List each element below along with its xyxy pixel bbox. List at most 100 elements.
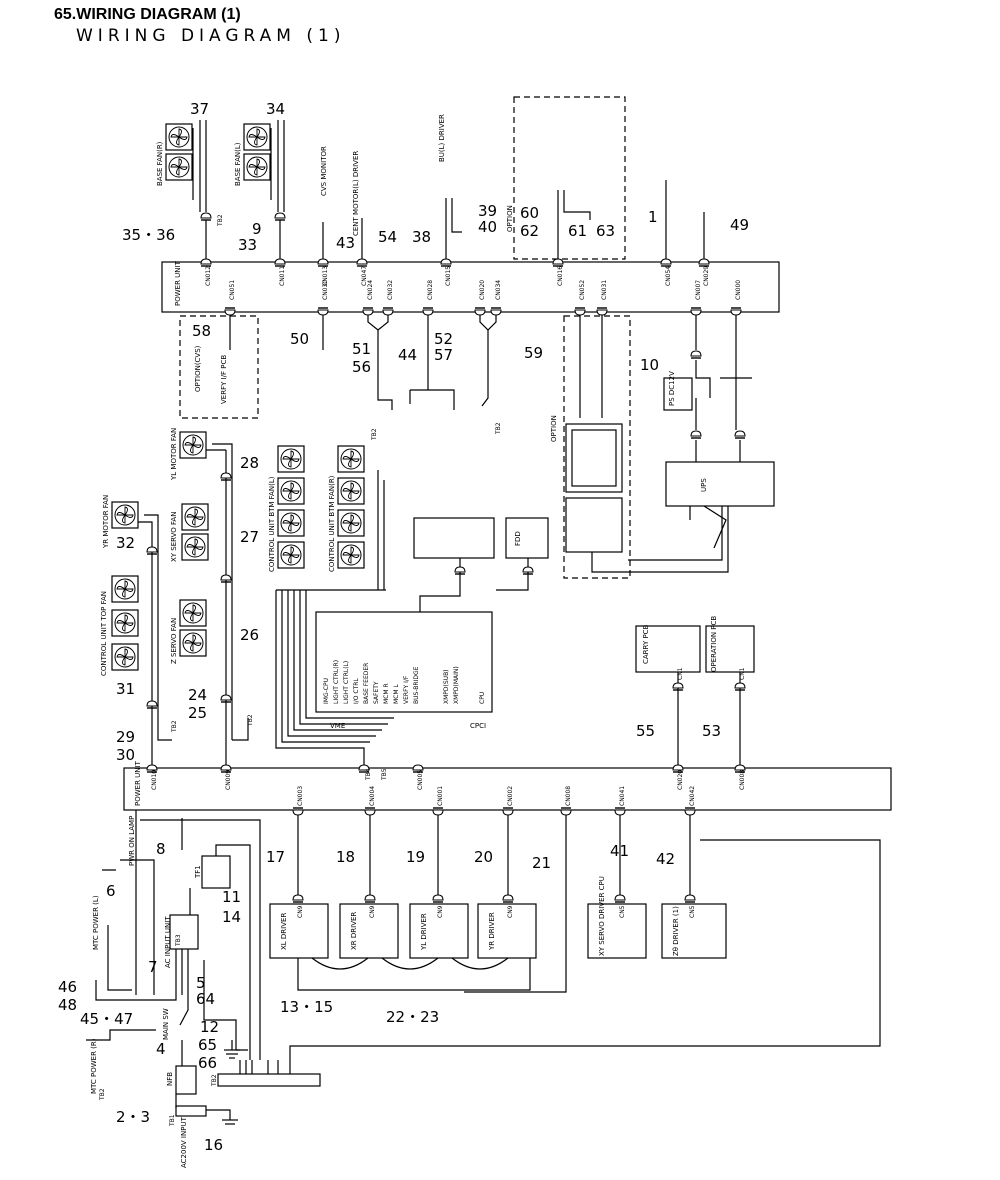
ac-input-unit-label: AC INPUT UNIT <box>164 916 172 968</box>
z-driver <box>661 903 727 959</box>
card-label: LIGHT CTRL(R) <box>333 660 340 704</box>
ref-number: 16 <box>204 1136 223 1154</box>
ac-input-unit <box>169 914 199 950</box>
cpci-label: CPCI <box>470 722 486 730</box>
tag-cn1: CN1 <box>677 667 684 680</box>
tag-cn042: CN042 <box>689 786 696 806</box>
tag-cn032: CN032 <box>387 280 394 300</box>
ref-number: 22・23 <box>386 1008 439 1026</box>
nfb <box>175 1065 197 1095</box>
yl-motor-fan <box>179 431 207 459</box>
ref-number: 34 <box>266 100 285 118</box>
card-label: XMPD(MAIN) <box>453 666 460 704</box>
xl-driver <box>269 903 329 959</box>
verify-pcb-label: VERFY I/F PCB <box>220 355 228 404</box>
ref-number: 61 <box>568 222 587 240</box>
page-subtitle: WIRING DIAGRAM (1) <box>76 26 346 46</box>
ref-number: 18 <box>336 848 355 866</box>
tag-cn052: CN052 <box>579 280 586 300</box>
tag-tb2: TB2 <box>217 214 224 227</box>
tf1 <box>201 855 231 889</box>
tag-cn011: CN011 <box>279 266 286 286</box>
card-label: MCM R <box>383 683 390 704</box>
ref-number: 20 <box>474 848 493 866</box>
ref-number: 40 <box>478 218 497 236</box>
base-fan-r-group <box>165 123 193 181</box>
nfb-label: NFB <box>166 1072 174 1086</box>
card-label: BUS-BRIDGE <box>413 666 420 704</box>
ref-number: 10 <box>640 356 659 374</box>
tag-cn9: CN9 <box>297 905 304 918</box>
card-label: BASE FEEDER <box>363 663 370 704</box>
ref-number: 31 <box>116 680 135 698</box>
yr-driver-label: YR DRIVER <box>488 912 496 951</box>
reference-numbers: 37 34 35・36 9 33 43 54 39 40 38 60 62 61… <box>58 100 749 1154</box>
base-fan-l-group <box>243 123 271 181</box>
yr-driver <box>477 903 537 959</box>
card-label: XMPD(SUB) <box>443 669 450 704</box>
ref-number: 7 <box>148 958 158 976</box>
ref-number: 37 <box>190 100 209 118</box>
ref-number: 4 <box>156 1040 166 1058</box>
tag-cn013: CN013 <box>322 266 329 286</box>
power-unit-bottom-label: POWER UNIT <box>134 760 142 806</box>
option-driver-label: OPTION <box>506 205 514 232</box>
tag-cn008: CN008 <box>739 770 746 790</box>
tag-cn047: CN047 <box>361 266 368 286</box>
connector-tags: CN012 CN011 CN013 CN047 CN015 CN016 CN05… <box>99 214 746 1127</box>
tag-cn030: CN030 <box>322 280 329 300</box>
component-labels: BASE FAN(R) BASE FAN(L) CVS MONITOR CENT… <box>90 114 718 1168</box>
tag-cn020: CN020 <box>479 280 486 300</box>
cvs-monitor-label: CVS MONITOR <box>320 146 328 196</box>
tf1-label: TF1 <box>194 865 202 879</box>
ref-number: 32 <box>116 534 135 552</box>
tag-cn031: CN031 <box>601 280 608 300</box>
tag-cn001: CN001 <box>437 786 444 806</box>
tag-cn9: CN9 <box>437 905 444 918</box>
ctrl-btm-fan-r-group <box>337 445 365 569</box>
xl-driver-label: XL DRIVER <box>280 913 288 950</box>
tag-tb2: TB2 <box>171 720 178 733</box>
ref-number: 42 <box>656 850 675 868</box>
fdd-label: FDD <box>514 531 522 546</box>
ref-number: 65 <box>198 1036 217 1054</box>
card-rack <box>315 611 493 713</box>
ctrl-top-fan-group <box>111 575 139 671</box>
tag-cn5: CN5 <box>619 905 626 918</box>
ref-number: 38 <box>412 228 431 246</box>
tag-tb2: TB2 <box>495 422 502 435</box>
yr-motor-fan <box>111 501 139 529</box>
ac-input-label: AC200V INPUT <box>180 1116 188 1168</box>
tag-tb3: TB3 <box>175 934 182 947</box>
ref-number: 55 <box>636 722 655 740</box>
ups-label: UPS <box>700 478 708 492</box>
pwr-on-lamp-label: PWR ON LAMP <box>128 816 136 866</box>
z-servo-fan-group <box>179 599 207 657</box>
tag-cn5: CN5 <box>689 905 696 918</box>
ref-number: 30 <box>116 746 135 764</box>
ref-number: 59 <box>524 344 543 362</box>
carry-pcb-label: CARRY PCB <box>642 624 650 664</box>
tag-cn051: CN051 <box>229 280 236 300</box>
ref-number: 54 <box>378 228 397 246</box>
card-label: IMG-CPU <box>323 678 330 704</box>
card-label: I/O CTRL <box>353 678 360 704</box>
tag-cn9: CN9 <box>507 905 514 918</box>
tag-cn029: CN029 <box>703 266 710 286</box>
tag-cn003: CN003 <box>297 786 304 806</box>
tag-cn020: CN020 <box>677 770 684 790</box>
ref-number: 46 <box>58 978 77 996</box>
xy-servo-driver <box>587 903 647 959</box>
tag-tb2: TB2 <box>371 428 378 441</box>
ref-number: 5 <box>196 974 206 992</box>
ground-symbol <box>222 1040 240 1125</box>
ref-number: 8 <box>156 840 166 858</box>
tag-tb2: TB2 <box>211 1074 218 1087</box>
xy-servo-fan-label: XY SERVO FAN <box>170 512 178 562</box>
ref-number: 58 <box>192 322 211 340</box>
tag-cn054: CN054 <box>665 266 672 286</box>
z-driver-label: Zθ DRIVER (1) <box>672 906 680 956</box>
tag-cn015: CN015 <box>445 266 452 286</box>
main-sw-label: MAIN SW <box>162 1008 170 1040</box>
option-monitor-box <box>563 315 631 579</box>
